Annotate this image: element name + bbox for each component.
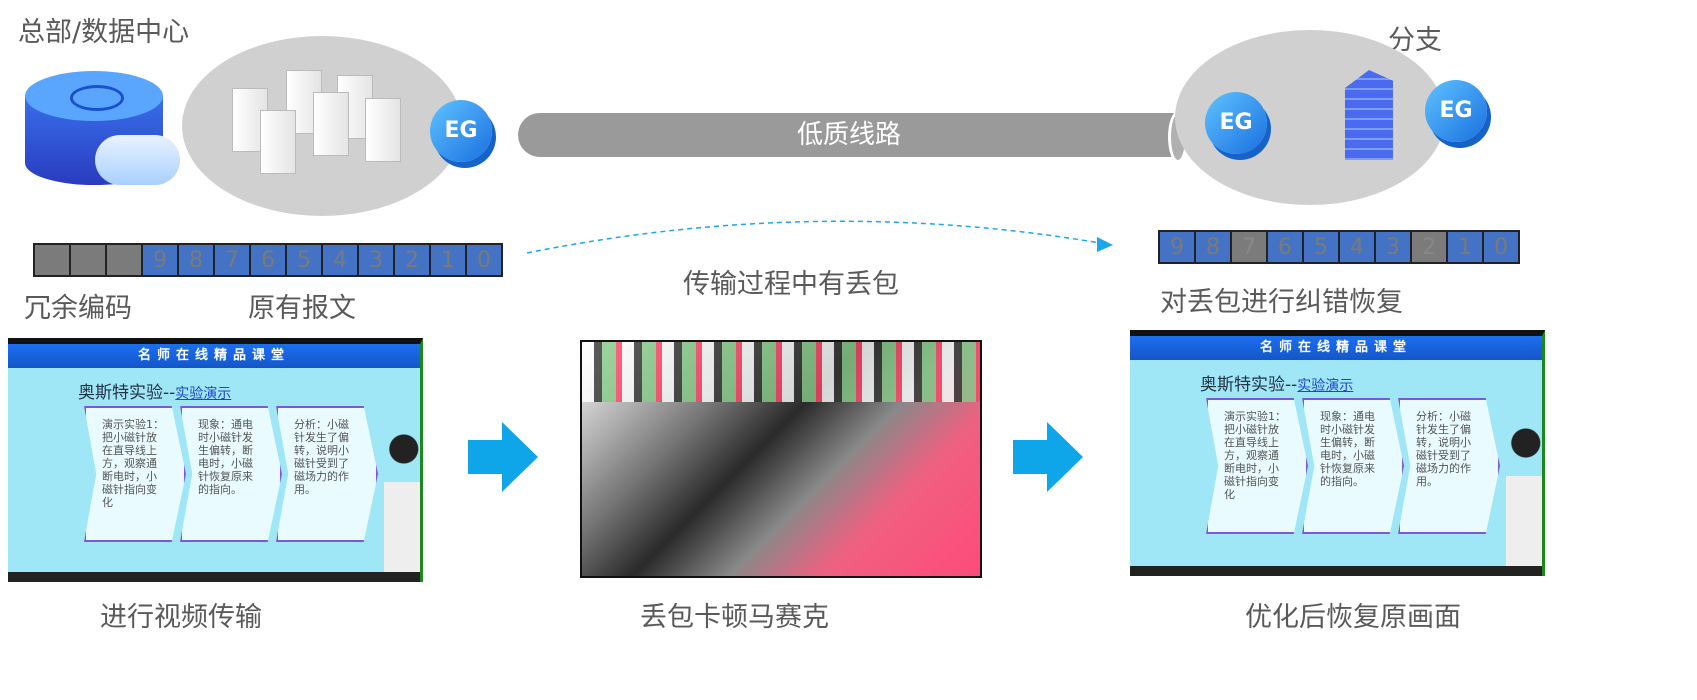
packet-cell: 5 — [287, 245, 323, 275]
packet-cell: 4 — [323, 245, 359, 275]
video-step: 演示实验1：把小磁针放在直导线上方，观察通断电时，小磁针指向变化 — [1206, 398, 1308, 534]
presenter — [384, 422, 420, 572]
lost-packet-cell — [71, 245, 107, 275]
packet-cell: 1 — [431, 245, 467, 275]
video-frame-original: 名师在线精品课堂 奥斯特实验--实验演示 演示实验1：把小磁针放在直导线上方，观… — [8, 338, 423, 582]
eg-device-icon: EG — [430, 100, 492, 162]
packet-cell: 6 — [251, 245, 287, 275]
dashed-arrow — [526, 220, 1113, 254]
link-label: 低质线路 — [796, 120, 901, 150]
video-title: 奥斯特实验--实验演示 — [1200, 375, 1354, 395]
original-label: 原有报文 — [248, 293, 356, 324]
right-arrow-icon — [1013, 422, 1083, 492]
video-step: 分析：小磁针发生了偏转，说明小磁针受到了磁场力的作用。 — [276, 406, 378, 542]
packet-cell: 8 — [1196, 232, 1232, 262]
loss-label: 传输过程中有丢包 — [683, 269, 899, 300]
packet-cell: 4 — [1340, 232, 1376, 262]
lost-packet-cell: 7 — [1232, 232, 1268, 262]
packet-cell: 2 — [395, 245, 431, 275]
low-quality-link: 低质线路 — [518, 111, 1188, 163]
lost-packet-cell — [107, 245, 143, 275]
packet-cell: 9 — [1160, 232, 1196, 262]
packet-cell: 7 — [215, 245, 251, 275]
video-step: 分析：小磁针发生了偏转，说明小磁针受到了磁场力的作用。 — [1398, 398, 1500, 534]
packet-cell: 3 — [359, 245, 395, 275]
video-step: 现象：通电时小磁针发生偏转，断电时，小磁针恢复原来的指向。 — [1302, 398, 1404, 534]
packet-cell: 1 — [1448, 232, 1484, 262]
hq-label: 总部/数据中心 — [18, 17, 190, 48]
building-icon — [1345, 70, 1393, 160]
database-cloud-icon — [25, 55, 185, 195]
right-arrow-icon — [468, 422, 538, 492]
eg-device-icon: EG — [1205, 92, 1267, 154]
lost-packet-cell — [35, 245, 71, 275]
packet-cell: 0 — [1484, 232, 1518, 262]
video-title: 奥斯特实验--实验演示 — [78, 383, 232, 403]
video-header: 名师在线精品课堂 — [1130, 336, 1542, 360]
video-frame-mosaic — [580, 340, 982, 578]
eg-device-icon: EG — [1425, 80, 1487, 142]
recovery-label: 对丢包进行纠错恢复 — [1160, 287, 1403, 318]
video-step: 演示实验1：把小磁针放在直导线上方，观察通断电时，小磁针指向变化 — [84, 406, 186, 542]
packet-cell: 0 — [467, 245, 501, 275]
caption-mosaic: 丢包卡顿马赛克 — [640, 602, 829, 633]
packet-cell: 3 — [1376, 232, 1412, 262]
video-step: 现象：通电时小磁针发生偏转，断电时，小磁针恢复原来的指向。 — [180, 406, 282, 542]
caption-recovered: 优化后恢复原画面 — [1245, 602, 1461, 633]
video-header: 名师在线精品课堂 — [8, 344, 420, 368]
video-frame-recovered: 名师在线精品课堂 奥斯特实验--实验演示 演示实验1：把小磁针放在直导线上方，观… — [1130, 330, 1545, 576]
presenter — [1506, 416, 1542, 566]
redundancy-label: 冗余编码 — [24, 293, 132, 324]
packet-cell: 8 — [179, 245, 215, 275]
packet-cell: 6 — [1268, 232, 1304, 262]
packet-cell: 9 — [143, 245, 179, 275]
lost-packet-cell: 2 — [1412, 232, 1448, 262]
packet-cell: 5 — [1304, 232, 1340, 262]
caption-transmit: 进行视频传输 — [100, 602, 262, 633]
